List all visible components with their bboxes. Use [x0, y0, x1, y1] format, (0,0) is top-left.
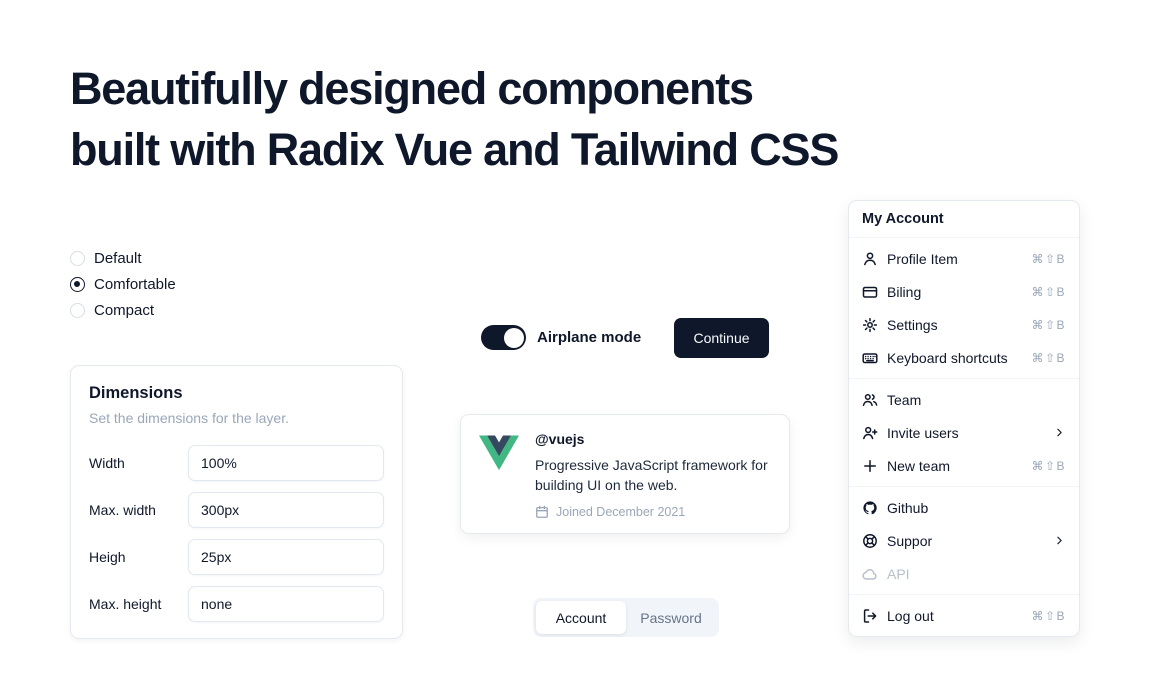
menu-item-label: API — [887, 565, 910, 582]
vuejs-hover-card: @vuejs Progressive JavaScript framework … — [460, 414, 790, 534]
dimension-row-width: Width — [89, 445, 384, 481]
menu-item-new-team[interactable]: New team ⌘⇧B — [849, 449, 1079, 482]
menu-item-label: Invite users — [887, 424, 959, 441]
hover-card-body: @vuejs Progressive JavaScript framework … — [535, 431, 771, 519]
switch-thumb — [503, 327, 524, 348]
page-title: Beautifully designed components built wi… — [70, 58, 839, 180]
menu-item-shortcut: ⌘⇧B — [1031, 284, 1066, 299]
radio-label: Comfortable — [94, 276, 176, 293]
airplane-mode-label: Airplane mode — [537, 329, 642, 346]
radio-icon — [70, 251, 85, 266]
menu-item-shortcut: ⌘⇧B — [1031, 458, 1066, 473]
user-plus-icon — [863, 426, 878, 439]
continue-button[interactable]: Continue — [674, 318, 769, 358]
menu-item-label: Keyboard shortcuts — [887, 349, 1008, 366]
airplane-mode-toggle[interactable] — [481, 325, 526, 350]
menu-group-team: Team Invite users New team ⌘⇧B — [849, 379, 1079, 486]
tab-account[interactable]: Account — [536, 601, 626, 634]
tab-password[interactable]: Password — [640, 609, 702, 626]
calendar-icon — [536, 505, 548, 518]
github-icon — [863, 500, 877, 514]
menu-item-label: New team — [887, 457, 951, 474]
menu-separator — [849, 378, 1079, 379]
max-width-input[interactable] — [188, 492, 384, 528]
density-radio-group: Default Comfortable Compact — [70, 250, 176, 319]
menu-item-label: Log out — [887, 607, 934, 624]
menu-item-label: Suppor — [887, 532, 933, 549]
menu-group-profile: Profile Item ⌘⇧B Biling ⌘⇧B Settings ⌘⇧B — [849, 238, 1079, 378]
dimensions-subtitle: Set the dimensions for the layer. — [89, 410, 289, 426]
menu-separator — [849, 486, 1079, 487]
menu-item-team[interactable]: Team — [849, 383, 1079, 416]
max-height-label: Max. height — [89, 596, 162, 612]
lifebuoy-icon — [863, 533, 877, 548]
keyboard-icon — [862, 352, 878, 363]
radio-label: Compact — [94, 302, 155, 319]
height-label: Heigh — [89, 549, 126, 565]
menu-item-invite-users[interactable]: Invite users — [849, 416, 1079, 449]
width-input[interactable] — [188, 445, 384, 481]
airplane-mode-row: Airplane mode — [481, 325, 641, 350]
dimensions-card: Dimensions Set the dimensions for the la… — [70, 365, 403, 639]
max-width-label: Max. width — [89, 502, 156, 518]
menu-item-support[interactable]: Suppor — [849, 524, 1079, 557]
menu-group-support: Github Suppor API — [849, 487, 1079, 594]
users-icon — [862, 393, 878, 406]
menu-item-shortcut: ⌘⇧B — [1031, 317, 1066, 332]
chevron-right-icon — [1057, 536, 1062, 545]
menu-item-api: API — [849, 557, 1079, 590]
radio-option-default[interactable]: Default — [70, 250, 176, 267]
cloud-icon — [862, 568, 877, 580]
menu-item-profile[interactable]: Profile Item ⌘⇧B — [849, 242, 1079, 275]
menu-separator — [849, 594, 1079, 595]
radio-option-compact[interactable]: Compact — [70, 302, 176, 319]
joined-row: Joined December 2021 — [535, 505, 771, 519]
height-input[interactable] — [188, 539, 384, 575]
logout-icon — [863, 608, 877, 623]
page-title-line1: Beautifully designed components — [70, 63, 754, 114]
menu-separator — [849, 237, 1079, 238]
menu-group-logout: Log out ⌘⇧B — [849, 595, 1079, 636]
menu-item-billing[interactable]: Biling ⌘⇧B — [849, 275, 1079, 308]
page-title-line2: built with Radix Vue and Tailwind CSS — [70, 124, 839, 176]
joined-label: Joined December 2021 — [556, 504, 686, 519]
menu-item-shortcut: ⌘⇧B — [1031, 350, 1066, 365]
credit-card-icon — [862, 286, 878, 298]
dimension-row-max-height: Max. height — [89, 586, 384, 622]
vuejs-handle: @vuejs — [535, 431, 585, 447]
account-dropdown-menu: My Account Profile Item ⌘⇧B Biling ⌘⇧B — [848, 200, 1080, 637]
menu-item-settings[interactable]: Settings ⌘⇧B — [849, 308, 1079, 341]
radio-label: Default — [94, 250, 142, 267]
account-tabs: Account Password — [533, 598, 719, 637]
user-icon — [864, 251, 876, 265]
menu-item-label: Team — [887, 391, 922, 408]
dimension-row-max-width: Max. width — [89, 492, 384, 528]
menu-item-label: Profile Item — [887, 250, 958, 267]
max-height-input[interactable] — [188, 586, 384, 622]
vue-logo-icon — [479, 435, 519, 471]
menu-header: My Account — [862, 211, 944, 227]
dimensions-title: Dimensions — [89, 384, 183, 402]
menu-item-label: Biling — [887, 283, 922, 300]
menu-item-shortcut: ⌘⇧B — [1031, 251, 1066, 266]
chevron-right-icon — [1057, 428, 1062, 437]
plus-icon — [864, 459, 876, 472]
menu-item-label: Settings — [887, 316, 938, 333]
menu-item-log-out[interactable]: Log out ⌘⇧B — [849, 599, 1079, 632]
menu-item-github[interactable]: Github — [849, 491, 1079, 524]
menu-item-shortcut: ⌘⇧B — [1031, 608, 1066, 623]
radio-icon — [70, 277, 85, 292]
radio-icon — [70, 303, 85, 318]
gear-icon — [862, 317, 878, 332]
menu-item-label: Github — [887, 499, 929, 516]
width-label: Width — [89, 455, 125, 471]
vuejs-description: Progressive JavaScript framework for bui… — [535, 457, 768, 494]
menu-item-keyboard-shortcuts[interactable]: Keyboard shortcuts ⌘⇧B — [849, 341, 1079, 374]
radio-option-comfortable[interactable]: Comfortable — [70, 276, 176, 293]
dimension-row-height: Heigh — [89, 539, 384, 575]
